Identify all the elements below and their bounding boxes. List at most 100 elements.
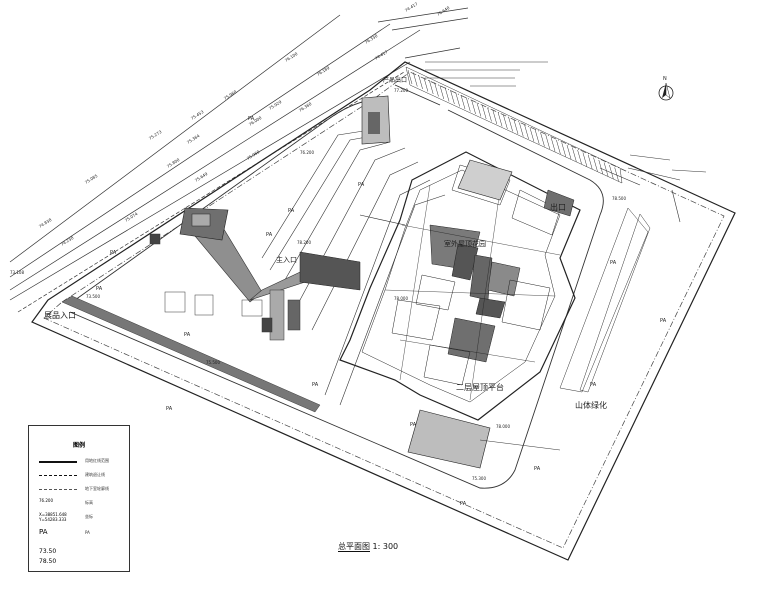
legend-item: 地下室轮廓线 [85,486,109,491]
road-level: 76.640 [436,5,451,17]
pa-mark: PA [312,382,319,388]
small-structures [149,233,301,341]
hatch-tick [466,97,471,112]
elevation-label: 78.000 [496,424,510,429]
road-level: 75.649 [194,171,209,183]
hatch-tick [545,134,551,150]
legend-item: 用地红线范围 [85,458,109,463]
north-label: N [663,76,667,82]
elevation-labels: 76.200 78.000 78.500 73.500 75.500 75.30… [86,88,626,481]
plan-title: 总平面图 1: 300 [338,541,398,552]
legend-coord-y: Y=54283.333 [39,517,67,522]
hatch-tick [609,164,614,180]
elevation-label: 78.200 [297,240,311,245]
legend-symbol [39,489,77,490]
pa-mark: PA [166,406,173,412]
road-level: 75.960 [223,89,238,101]
legend-coord-x: X=38851.648 [39,512,67,517]
elevation-label: 75.300 [472,476,486,481]
road-level: 75.273 [148,129,163,141]
pa-mark: PA [248,116,255,122]
road-level-labels: 74.417 76.640 76.330 76.189 75.929 75.96… [10,1,451,275]
pa-mark: PA [590,382,597,388]
elevation-label: 73.500 [86,294,100,299]
legend-row: X=38851.648 Y=54283.333 坐标 [29,512,129,524]
road-level: 75.074 [124,211,139,223]
label-second-floor-platform: 二层屋顶平台 [456,382,504,392]
elevation-label: 78.000 [394,296,408,301]
legend-item: PA [85,530,90,535]
legend-item: 建筑退让线 [85,472,105,477]
hatch-tick [598,159,604,175]
road-level: 75.364 [186,133,201,145]
pa-marks: PA PA PA PA PA PA PA PA PA PA PA PA PA P… [96,116,667,507]
elevation-label: 76.200 [300,150,314,155]
elevation-label: 77.200 [394,88,408,93]
elevation-label: 75.500 [206,360,220,365]
parking-strip-east [559,207,651,393]
hatch-tick [413,72,418,87]
legend-symbol [39,475,77,476]
legend-row: 76.200 标高 [29,498,129,510]
label-showroom-entrance: 展品入口 [44,311,76,320]
hatch-tick [603,162,609,177]
main-building [339,151,581,421]
legend-pa: PA [39,528,48,536]
legend-row: 用地红线范围 [29,456,129,468]
hatch-tick [513,119,519,135]
hatch-tick [455,92,460,107]
setback-line [43,71,725,549]
hatch-tick [519,122,524,137]
legend-box: 图例 用地红线范围 建筑退让线 地下室轮廓线 76.200 标高 X=38851… [28,425,130,572]
road-level: 75.453 [190,109,205,121]
plan-title-text: 总平面图 [338,542,370,552]
hatch-tick [503,114,508,130]
hatch-tick [534,129,540,145]
pa-mark: PA [266,232,273,238]
pa-mark: PA [184,332,191,338]
hatch-tick [614,167,619,182]
road-level: 75.800 [166,157,181,169]
pa-mark: PA [534,466,541,472]
label-east-exit: 出口 [550,202,566,212]
hatch-tick [556,139,561,155]
plan-scale: 1: 300 [372,542,399,551]
hatch-tick [561,142,566,157]
road-level: 76.000 [248,115,263,127]
legend-row: 地下室轮廓线 [29,484,129,496]
hatch-tick [428,79,434,95]
hatch-tick [566,144,572,160]
hatch-tick [587,154,593,170]
road-level: 74.417 [404,1,419,13]
hatch-tick [550,137,556,152]
pa-mark: PA [660,318,667,324]
hatch-tick [439,84,445,100]
road-level: 76.330 [364,33,379,45]
legend-title: 图例 [72,442,85,449]
hatch-tick [423,77,429,92]
road-level: 76.360 [298,101,313,113]
legend-symbol [39,461,77,463]
pedestrian-path [179,207,361,303]
label-product-entrance: 产品出口 [383,76,407,84]
road-level: 75.960 [246,149,261,161]
hatch-tick [529,127,535,142]
hatched-block-north [457,159,513,201]
elevation-label: 78.500 [612,196,626,201]
legend-item: 坐标 [85,514,93,519]
pa-mark: PA [288,208,295,214]
hatch-tick [481,104,487,120]
north-arrow: N [658,76,674,101]
hatch-tick [524,124,529,140]
label-main-entrance: 主入口 [276,255,297,264]
legend-row: 建筑退让线 [29,470,129,482]
legend-elev-sample: 76.200 [39,498,53,503]
hatch-tick [593,157,598,172]
hatch-tick [476,102,482,117]
road-level: 74.417 [374,49,389,61]
north-entrance-block [361,95,391,145]
road-level: 74.838 [38,217,53,229]
road-level: 76.100 [284,51,299,63]
legend-item: 标高 [85,500,93,505]
